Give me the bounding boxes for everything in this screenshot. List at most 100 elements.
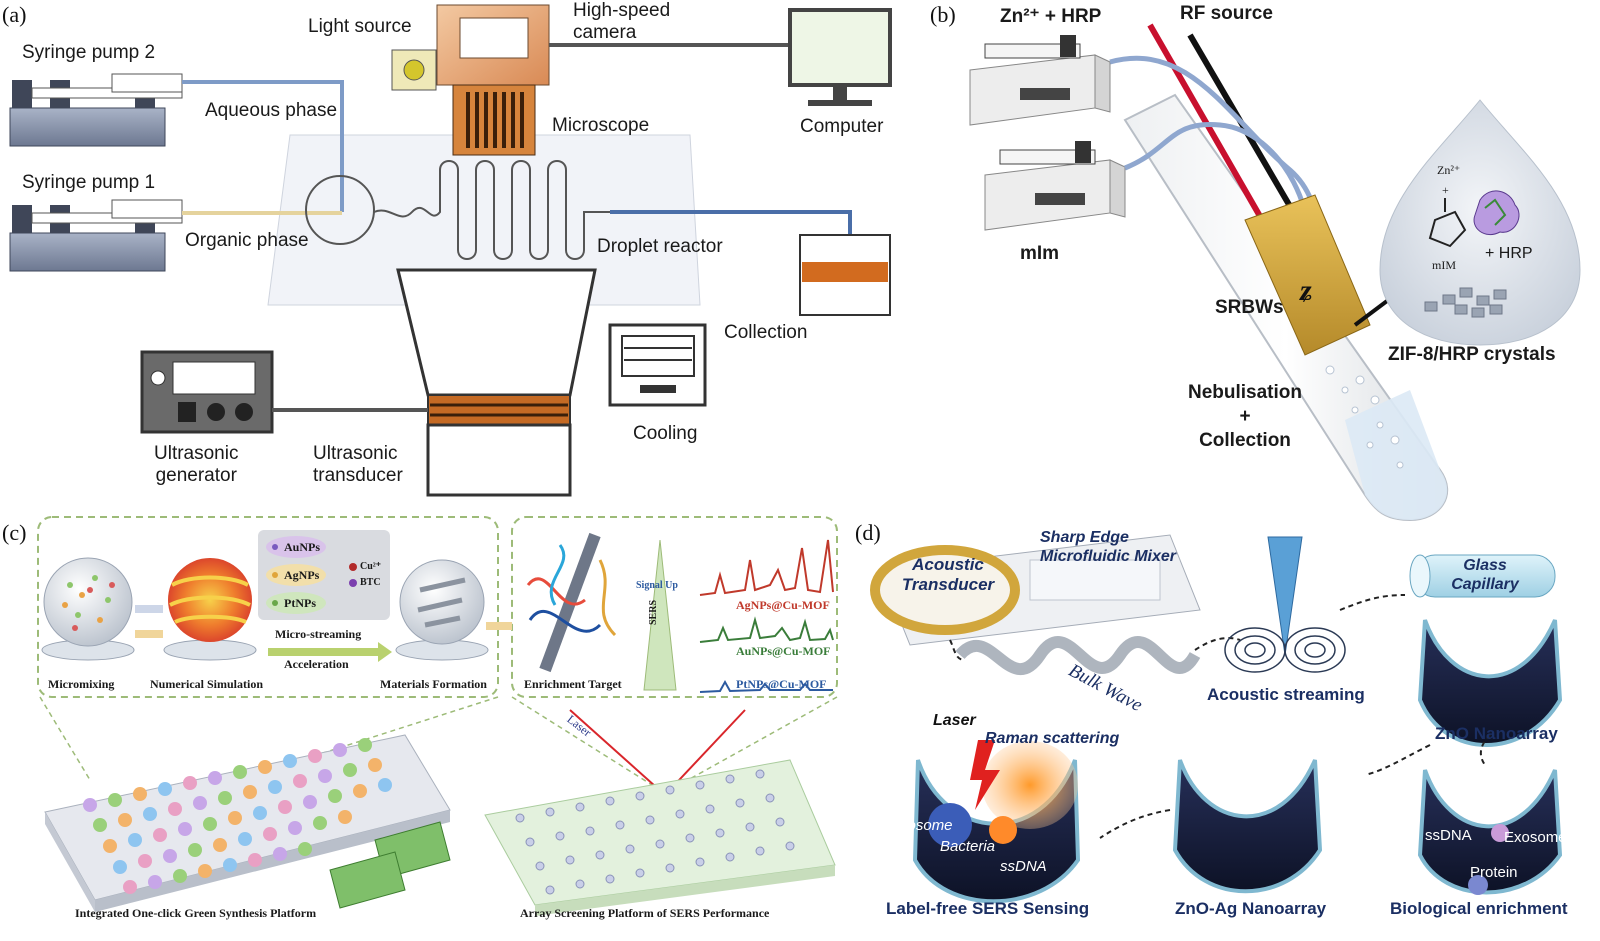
panel-c-graphics [37,516,838,916]
dashed-arrow-1 [949,639,966,661]
label-materials-formation: Materials Formation [380,677,487,691]
label-high-speed-camera: High-speed camera [573,0,671,43]
label-sharp-edge-mixer: Sharp Edge Microfluidic Mixer [1040,529,1177,565]
drop-label-zn: Zn²⁺ [1437,163,1461,177]
label-raman-scattering: Raman scattering [985,730,1120,747]
exosome-sphere [928,803,972,847]
label-bio-ssdna: ssDNA [1425,827,1472,844]
micromixing-sphere [41,557,135,661]
microscope-slits [466,92,524,148]
label-signal-up: Signal Up [636,580,678,591]
streaming-vortices [1224,627,1346,673]
panel-c-tag: (c) [2,520,27,545]
syringe-pump-1-icon [9,199,183,272]
aqueous-tube [182,80,344,212]
streaming-tip [1267,536,1303,656]
label-acceleration: Acceleration [284,657,349,671]
label-syringe-pump-2: Syringe pump 2 [22,42,156,63]
label-nebulisation-collection: Nebulisation + Collection [1187,382,1302,451]
pump-zn-hrp-icon [969,35,1111,126]
drop-label-plus: + [1442,183,1449,197]
label-ultrasonic-transducer: Ultrasonic transducer [313,443,403,486]
label-agnps-mof: AgNPs@Cu-MOF [736,598,830,612]
spectrum-pt [699,679,833,693]
laser-beam-in [569,709,666,796]
spectrum-au [699,616,834,643]
label-micro-streaming: Micro-streaming [275,627,362,641]
label-microscope: Microscope [552,115,650,136]
label-ssdna: ssDNA [1000,858,1047,875]
signal-up-cone [643,539,677,691]
label-bacteria: Bacteria [940,838,996,855]
pump-mim-icon [984,141,1126,231]
label-light-source: Light source [308,16,412,37]
zno-ag-nanoarray-trough [1172,759,1323,894]
glass-capillary-icon [1409,554,1556,598]
label-rf-source: RF source [1180,3,1273,24]
panel-b-tag: (b) [930,2,956,27]
label-computer: Computer [800,116,884,137]
label-srbws: SRBWs [1215,297,1284,318]
acceleration-arrow [268,642,392,662]
label-bio-exosome: Exosome [1504,829,1567,846]
zoom-line-4 [669,696,838,791]
label-zno-nanoarray: ZnO Nanoarray [1435,724,1558,743]
droplet-grid [83,738,392,894]
bio-protein [1468,875,1488,895]
dashed-arrow-4 [1479,734,1491,766]
label-syringe-pump-1: Syringe pump 1 [22,172,156,193]
zoom-line-1 [39,696,91,781]
bio-enrichment-trough [1417,769,1563,895]
drop-label-hrp: + HRP [1485,245,1533,262]
label-numerical-simulation: Numerical Simulation [150,677,263,691]
bacteria-sphere [989,816,1017,844]
label-aqueous-phase: Aqueous phase [205,100,338,121]
label-platform-right: Array Screening Platform of SERS Perform… [520,906,770,920]
chip-plate [267,134,701,306]
computer-icon [788,8,892,106]
label-exosome: Exosome [890,817,953,834]
bulk-wave [955,636,1201,676]
materials-sphere [395,559,489,661]
panel-d-graphics [870,534,1563,904]
label-acoustic-transducer: Acoustic Transducer [901,555,995,594]
label-organic-phase: Organic phase [185,230,309,251]
label-bio-protein: Protein [1470,864,1518,881]
label-ptnps: PtNPs [284,596,316,610]
ultrasonic-generator-icon [140,350,428,434]
label-ultrasonic-generator: Ultrasonic generator [154,443,239,486]
laser-bolt [970,740,1000,810]
panel-a-graphics [9,4,892,497]
bio-exosome [1491,824,1509,842]
dashed-arrow-3 [1339,594,1406,611]
label-ptnps-mof: PtNPs@Cu-MOF [736,677,827,691]
label-cu: Cu²⁺ [360,561,382,572]
srbw-squiggle: ʑ [1299,274,1312,307]
panel-a-tag: (a) [2,2,27,27]
droplet-channel [373,160,850,260]
srbw-chip [1244,194,1371,356]
crystal-cluster-icon [1424,287,1507,318]
panel-b-graphics: ʑ [969,23,1581,522]
label-glass-capillary: Glass Capillary [1451,557,1519,593]
cooling-icon [608,323,707,407]
label-zno-ag-nanoarray: ZnO-Ag Nanoarray [1175,899,1327,918]
label-btc: BTC [360,577,381,588]
flow-arrow-2 [486,622,512,630]
junction-ring [305,175,375,245]
drop-label-mim: mIM [1432,258,1456,272]
hrp-protein-icon [1473,190,1520,236]
synthesis-dashed-box [37,516,499,698]
mim-molecule-icon [1428,198,1467,248]
enrichment-target-icon [526,532,617,673]
label-sers: SERS [648,599,659,625]
synthesis-platform-board [44,734,451,912]
label-droplet-reactor: Droplet reactor [597,236,723,257]
flow-arrows-1 [135,605,163,638]
label-mim: mIm [1020,243,1060,264]
spectrum-ag [699,539,834,596]
raman-glow [982,741,1078,829]
label-enrichment-target: Enrichment Target [524,677,622,691]
label-collection: Collection [724,322,808,343]
